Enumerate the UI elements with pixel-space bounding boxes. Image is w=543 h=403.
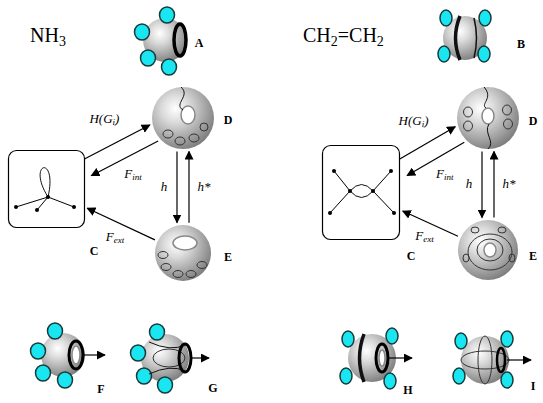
figure-letter: C xyxy=(407,250,416,262)
shape-outline xyxy=(143,18,187,62)
figure-letter: I xyxy=(531,380,536,392)
map-label: Fext xyxy=(413,229,436,243)
figure-letter: H xyxy=(403,384,412,396)
map-label: H(Gi) xyxy=(397,114,431,128)
figure-letter: D xyxy=(529,115,538,127)
shape-outline xyxy=(348,334,396,382)
shape-outline xyxy=(41,333,85,377)
molecule-sphere: I xyxy=(461,336,509,384)
shape-outline xyxy=(155,225,211,281)
map-label: h* xyxy=(501,177,518,191)
connector-group xyxy=(83,125,494,240)
map-label: Fext xyxy=(104,230,127,244)
map-label: H(Gi) xyxy=(87,112,121,126)
molecule-sphere: D xyxy=(457,87,519,149)
shape-outline xyxy=(141,334,189,382)
graph-box: C xyxy=(8,150,85,228)
map-label: h xyxy=(159,180,170,194)
molecule-sphere: F xyxy=(41,333,85,377)
shape-outline xyxy=(322,145,400,240)
molecule-formula: CH2=CH2 xyxy=(303,24,384,46)
molecule-sphere: E xyxy=(458,220,518,280)
shape-outline xyxy=(443,16,487,60)
figure-letter: B xyxy=(517,38,525,50)
molecule-sphere: D xyxy=(152,87,214,149)
map-label: Fint xyxy=(122,167,144,181)
figure-letter: F xyxy=(97,383,104,395)
mapping-arrow xyxy=(493,151,494,217)
figure-letter: D xyxy=(224,114,233,126)
shape-outline xyxy=(8,150,85,228)
shape-outline xyxy=(461,336,509,384)
mapping-arrow xyxy=(481,151,482,217)
molecule-sphere: G xyxy=(141,334,189,382)
mapping-arrow xyxy=(176,151,177,222)
molecule-sphere: H xyxy=(348,334,396,382)
map-label: h xyxy=(464,177,475,191)
figure-letter: E xyxy=(224,251,232,263)
mapping-arrow xyxy=(398,127,455,160)
molecule-formula: NH3 xyxy=(30,24,66,46)
molecule-sphere: E xyxy=(155,225,211,281)
figure-letter: C xyxy=(90,245,99,257)
figure-letter: G xyxy=(208,382,217,394)
graph-box: C xyxy=(322,145,400,240)
figure-letter: E xyxy=(529,250,537,262)
molecule-sphere: A xyxy=(143,18,187,62)
mapping-arrow xyxy=(83,125,150,160)
figure-letter: A xyxy=(195,37,204,49)
shape-outline xyxy=(152,87,214,149)
mapping-arrow xyxy=(188,151,189,222)
shape-outline xyxy=(457,87,519,149)
map-label: h* xyxy=(196,180,213,194)
molecule-sphere: B xyxy=(443,16,487,60)
shape-outline xyxy=(458,220,518,280)
map-label: Fint xyxy=(434,167,456,181)
